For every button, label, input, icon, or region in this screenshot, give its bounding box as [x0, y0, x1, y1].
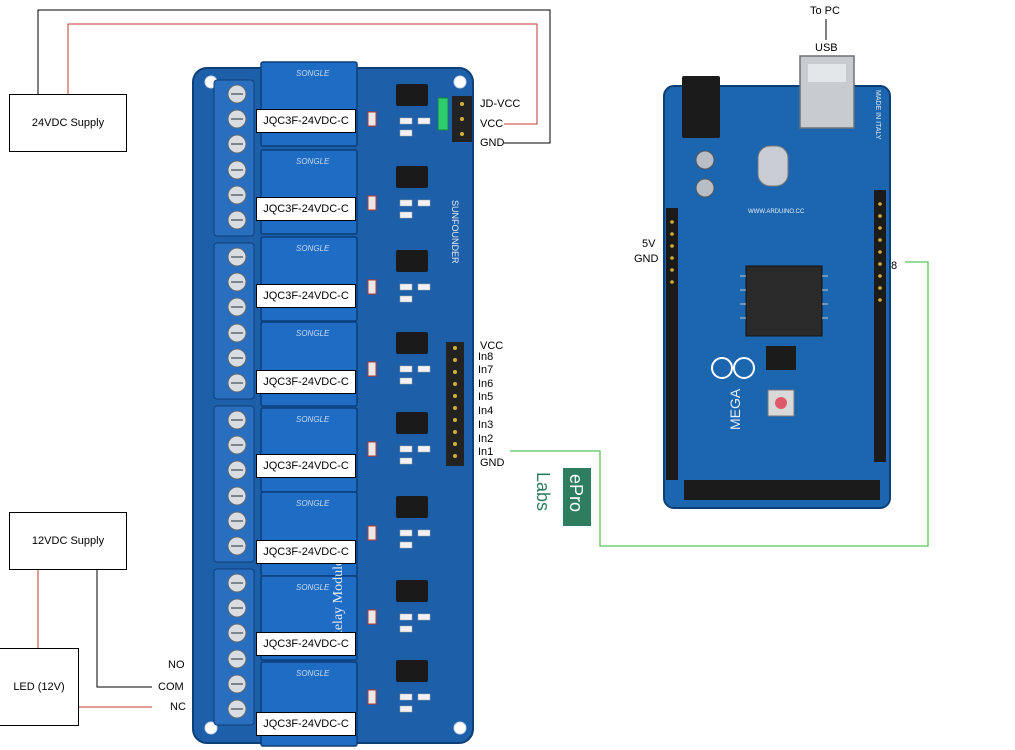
pin-label-in7: In7	[478, 364, 494, 376]
supply-24vdc-label: 24VDC Supply	[31, 117, 105, 129]
svg-text:SONGLE: SONGLE	[296, 499, 330, 508]
pin-label-in1: In1	[478, 446, 494, 458]
label-5v: 5V	[642, 238, 656, 250]
arduino-site-text: WWW.ARDUINO.CC	[748, 209, 805, 215]
labs-text: Labs	[533, 472, 553, 511]
supply-12vdc-label: 12VDC Supply	[31, 535, 105, 547]
svg-text:SONGLE: SONGLE	[296, 415, 330, 424]
led-label: LED (12V)	[13, 681, 65, 693]
svg-text:SONGLE: SONGLE	[296, 329, 330, 338]
epro-text: ePro	[566, 474, 586, 512]
relay-label-text: JQC3F-24VDC-C	[263, 115, 349, 127]
supply-24vdc-box: 24VDC Supply	[9, 94, 127, 152]
arduino-mega-text: MEGA	[727, 388, 743, 430]
svg-text:SONGLE: SONGLE	[296, 669, 330, 678]
pin-label-in8: In8	[478, 351, 494, 363]
arduino-made-in-text: MADE IN ITALY	[874, 90, 881, 140]
board-maker-text: SUNFOUNDER	[450, 200, 460, 264]
relay-label-4: JQC3F-24VDC-C	[256, 370, 356, 394]
contact-label-no: NO	[168, 659, 185, 671]
pin-label-vcc: VCC	[480, 340, 504, 352]
supply-12vdc-box: 12VDC Supply	[9, 512, 127, 570]
relay-label-6: JQC3F-24VDC-C	[256, 540, 356, 564]
relay-label-text: JQC3F-24VDC-C	[263, 203, 349, 215]
pin-label-in6: In6	[478, 378, 494, 390]
pin-label-gnd: GND	[480, 457, 505, 469]
mcu-chip	[745, 265, 823, 337]
arduino-board: MEGA MADE IN ITALY WWW.ARDUINO.CC	[663, 55, 891, 509]
label-to-pc: To PC	[810, 5, 840, 17]
contact-label-com: COM	[158, 681, 184, 693]
relay-label-text: JQC3F-24VDC-C	[263, 638, 349, 650]
label-pin-8: 8	[891, 260, 898, 272]
wire-24v-vcc	[67, 23, 538, 125]
arduino-logo-icon	[711, 357, 755, 379]
relay-label-text: JQC3F-24VDC-C	[263, 718, 349, 730]
svg-text:SONGLE: SONGLE	[296, 69, 330, 78]
pin-label-in4: In4	[478, 405, 494, 417]
pin-label-in5: In5	[478, 391, 494, 403]
relay-label-8: JQC3F-24VDC-C	[256, 712, 356, 736]
pin-label-in2: In2	[478, 433, 494, 445]
relay-label-text: JQC3F-24VDC-C	[263, 290, 349, 302]
label-gnd-arduino: GND	[634, 253, 659, 265]
relay-label-7: JQC3F-24VDC-C	[256, 632, 356, 656]
board-title-text: 8 Relay Module	[331, 560, 346, 650]
epro-labs-logo: ePro Labs	[533, 468, 591, 526]
pin-label-gnd-power: GND	[480, 137, 505, 149]
contact-label-nc: NC	[170, 701, 186, 713]
pin-label-vcc-power: VCC	[480, 118, 504, 130]
svg-text:SONGLE: SONGLE	[296, 157, 330, 166]
relay-label-3: JQC3F-24VDC-C	[256, 284, 356, 308]
label-usb: USB	[815, 42, 838, 54]
dc-jack	[682, 76, 720, 138]
svg-text:SONGLE: SONGLE	[296, 244, 330, 253]
indicator-leds	[367, 111, 377, 705]
relay-label-text: JQC3F-24VDC-C	[263, 376, 349, 388]
led-box: LED (12V)	[0, 648, 79, 726]
wire-in1-to-pin8	[510, 261, 929, 547]
relay-label-1: JQC3F-24VDC-C	[256, 109, 356, 133]
signal-header	[446, 342, 464, 466]
wire-12v-to-com	[96, 570, 152, 688]
pin-label-jd-vcc: JD-VCC	[480, 98, 521, 110]
pin-label-in3: In3	[478, 419, 494, 431]
relay-label-text: JQC3F-24VDC-C	[263, 546, 349, 558]
relay-label-2: JQC3F-24VDC-C	[256, 197, 356, 221]
relay-label-text: JQC3F-24VDC-C	[263, 460, 349, 472]
svg-text:SONGLE: SONGLE	[296, 583, 330, 592]
optocouplers	[396, 84, 428, 682]
wire-24v-gnd	[37, 9, 551, 144]
relay-label-5: JQC3F-24VDC-C	[256, 454, 356, 478]
